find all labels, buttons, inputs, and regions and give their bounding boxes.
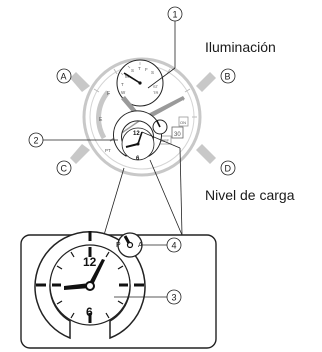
zoom-leader-right	[149, 159, 183, 236]
callout-3	[166, 289, 182, 305]
day-subdial-ticks	[120, 62, 141, 76]
zoom-dial-12: 12	[83, 255, 97, 269]
pusher-d	[196, 144, 216, 164]
zoom-ampm-p: P	[116, 242, 121, 249]
callout-2-num: 2	[34, 136, 39, 146]
pusher-c	[70, 144, 90, 164]
zoom-dial-6: 6	[86, 305, 93, 319]
zoom-ring-marks	[36, 231, 144, 287]
zoom-dial-ticks	[52, 247, 128, 323]
button-b-badge	[220, 68, 236, 84]
time-subdial-outline	[113, 110, 162, 157]
illumination-label: Iluminación	[205, 39, 276, 55]
button-a-label: A	[61, 72, 67, 82]
day-letter-w: W	[121, 90, 126, 95]
box-30-text: 30	[174, 132, 181, 138]
callout-3-num: 3	[172, 293, 177, 303]
scale-pt-mark: PT	[105, 148, 111, 153]
small-pivot	[136, 142, 140, 146]
small-ampm-hand	[156, 120, 161, 128]
button-c-badge	[56, 160, 72, 176]
day-mark-tr: TR	[153, 90, 158, 95]
zoom-leader-top	[141, 131, 181, 149]
callout-1-num: 1	[173, 10, 178, 20]
zoom-leader-left	[103, 167, 125, 236]
charge-level-label: Nivel de carga	[205, 187, 295, 203]
zoom-minute-hand	[88, 259, 105, 287]
small-dial-12: 12	[133, 131, 140, 137]
box-off-text: OFF	[161, 138, 170, 143]
hour-hand	[142, 96, 185, 121]
day-hand-pivot	[138, 81, 142, 85]
button-d-label: D	[225, 164, 232, 174]
zoom-hour-hand	[64, 283, 90, 290]
day-letter-f: F	[145, 67, 148, 72]
small-hour-hand	[125, 143, 139, 148]
button-d-badge	[220, 160, 236, 176]
box-30	[171, 126, 184, 139]
scale-e-mark: E	[99, 117, 103, 123]
callout-1-leader-2	[147, 67, 176, 89]
day-hand	[123, 72, 141, 84]
day-letter-s2: S	[151, 70, 154, 75]
box-on	[178, 116, 189, 127]
scale-f-mark: F	[107, 91, 110, 97]
day-letter-s1: S	[131, 68, 134, 73]
pusher-b	[196, 72, 216, 92]
box-on-text: ON	[180, 120, 186, 125]
day-letter-t2: T	[138, 66, 141, 71]
button-a-badge	[56, 68, 72, 84]
button-c-label: C	[61, 164, 68, 174]
zoom-leader-top-2	[179, 147, 183, 236]
zoom-ampm-a: A	[138, 242, 143, 249]
day-letter-m: M	[125, 74, 129, 79]
callout-4-num: 4	[172, 241, 177, 251]
small-dial-6: 6	[136, 156, 140, 162]
day-letter-t1: T	[121, 82, 124, 87]
day-mark-st: ST	[153, 84, 159, 89]
button-b-label: B	[225, 72, 231, 82]
callout-4	[166, 237, 182, 253]
power-scale	[96, 90, 110, 140]
pusher-a	[70, 72, 90, 92]
zoom-pivot	[85, 281, 95, 291]
zoom-ampm-pivot	[126, 241, 134, 249]
small-minute-hand	[137, 131, 143, 145]
